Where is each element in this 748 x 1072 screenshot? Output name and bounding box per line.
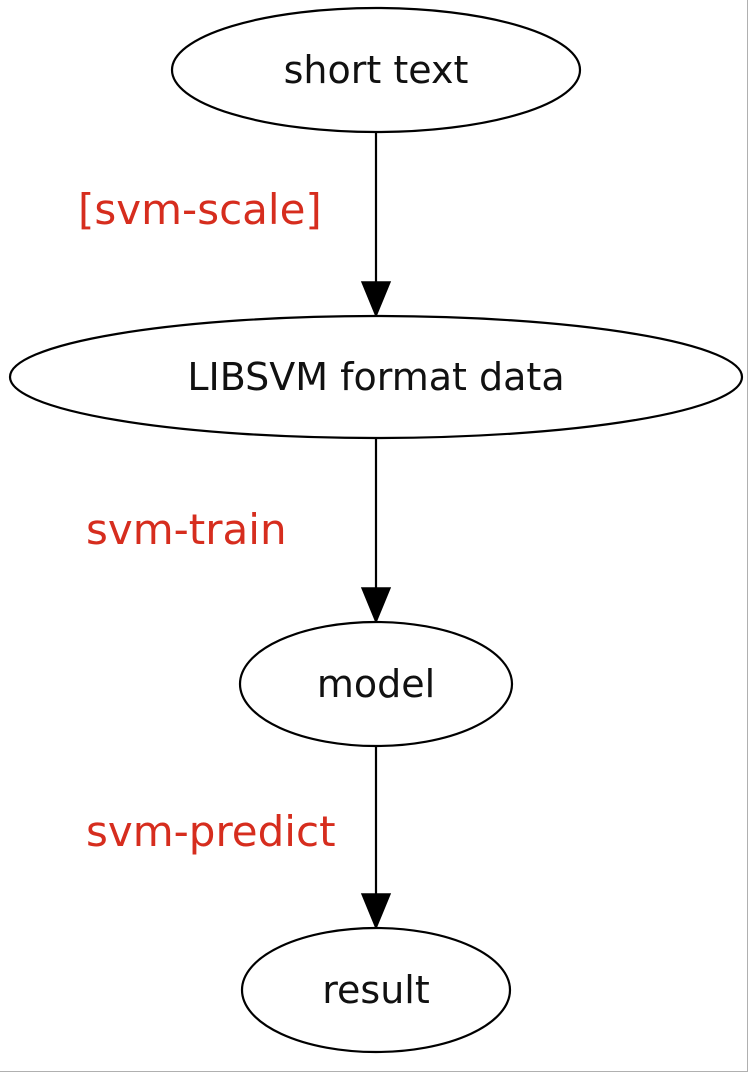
node-label-short-text: short text xyxy=(284,48,469,92)
edge-label-svm-scale: [svm-scale] xyxy=(78,185,322,234)
node-libsvm-format-data: LIBSVM format data xyxy=(8,314,744,440)
edge-label-svm-predict: svm-predict xyxy=(86,807,336,856)
arrowhead-icon xyxy=(360,587,392,624)
edge-predict xyxy=(360,746,392,930)
node-model: model xyxy=(238,620,514,748)
node-result: result xyxy=(240,926,512,1054)
node-label-result: result xyxy=(322,968,430,1012)
edge-label-svm-train: svm-train xyxy=(86,505,287,554)
node-ellipse xyxy=(170,6,582,134)
edge-train xyxy=(360,438,392,624)
edge-scale xyxy=(360,132,392,318)
arrowhead-icon xyxy=(360,281,392,318)
node-label-libsvm-format-data: LIBSVM format data xyxy=(187,355,564,399)
node-ellipse xyxy=(238,620,514,748)
arrowhead-icon xyxy=(360,893,392,930)
node-ellipse xyxy=(8,314,744,440)
node-label-model: model xyxy=(317,662,435,706)
node-ellipse xyxy=(240,926,512,1054)
node-short-text: short text xyxy=(170,6,582,134)
